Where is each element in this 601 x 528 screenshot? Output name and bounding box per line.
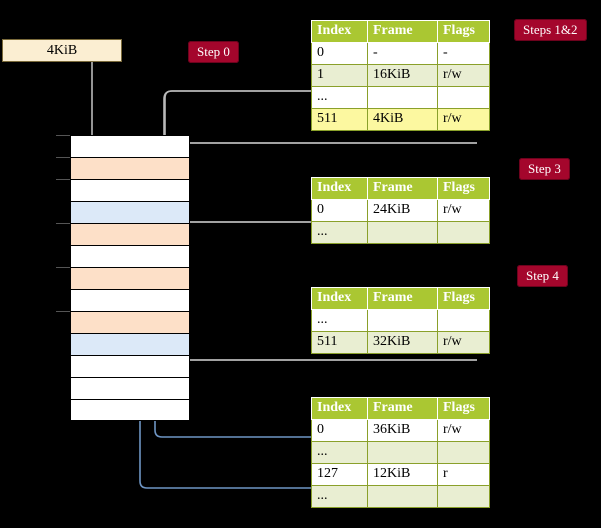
column-header-index: Index xyxy=(311,177,368,200)
cell-index: 0 xyxy=(311,199,368,222)
cell-frame: - xyxy=(367,42,438,65)
cell-index: 511 xyxy=(311,108,368,131)
table-row: ... xyxy=(311,309,490,332)
column-header-flags: Flags xyxy=(437,20,490,43)
column-header-frame: Frame xyxy=(367,287,438,310)
cell-index: ... xyxy=(311,221,368,244)
memory-frame-tick xyxy=(56,179,70,180)
cell-flags: - xyxy=(437,42,490,65)
cell-frame: 36KiB xyxy=(367,419,438,442)
memory-frame-tick xyxy=(56,135,70,136)
table-row: ... xyxy=(311,485,490,508)
step-3-label: Step 3 xyxy=(519,158,570,180)
cell-flags xyxy=(437,441,490,464)
step-4-label: Step 4 xyxy=(517,265,568,287)
cell-flags xyxy=(437,309,490,332)
virtual-page-label: 4KiB xyxy=(46,42,78,58)
cell-frame xyxy=(367,309,438,332)
column-header-index: Index xyxy=(311,20,368,43)
table-row: 0-- xyxy=(311,42,490,65)
cell-index: 1 xyxy=(311,64,368,87)
cell-flags: r/w xyxy=(437,199,490,222)
table-row: ... xyxy=(311,221,490,244)
column-header-index: Index xyxy=(311,287,368,310)
cell-index: 511 xyxy=(311,331,368,354)
memory-frame-row xyxy=(70,311,190,333)
memory-frame-tick xyxy=(56,311,70,312)
step-0-label: Step 0 xyxy=(188,41,239,63)
cell-frame xyxy=(367,441,438,464)
memory-frame-row xyxy=(70,201,190,223)
memory-frame-row xyxy=(70,289,190,311)
memory-frame-row xyxy=(70,355,190,377)
cell-flags: r/w xyxy=(437,108,490,131)
column-header-frame: Frame xyxy=(367,397,438,420)
memory-frame-tick xyxy=(56,157,70,158)
cell-flags: r/w xyxy=(437,64,490,87)
memory-frame-row xyxy=(70,377,190,399)
physical-memory-column xyxy=(56,135,190,421)
cell-index: 0 xyxy=(311,42,368,65)
column-header-flags: Flags xyxy=(437,397,490,420)
cell-index: 0 xyxy=(311,419,368,442)
memory-frame-row xyxy=(70,267,190,289)
memory-frame-row xyxy=(70,157,190,179)
cell-flags: r/w xyxy=(437,331,490,354)
memory-frame-row xyxy=(70,333,190,355)
memory-frame-tick xyxy=(56,267,70,268)
cell-frame xyxy=(367,86,438,109)
cell-flags: r xyxy=(437,463,490,486)
column-header-frame: Frame xyxy=(367,20,438,43)
cell-flags xyxy=(437,86,490,109)
cell-index: ... xyxy=(311,441,368,464)
cell-flags: r/w xyxy=(437,419,490,442)
table-row: ... xyxy=(311,86,490,109)
cell-index: ... xyxy=(311,309,368,332)
cell-flags xyxy=(437,485,490,508)
memory-frame-row xyxy=(70,179,190,201)
memory-frame-row xyxy=(70,223,190,245)
virtual-page-box: 4KiB xyxy=(2,39,122,62)
column-header-flags: Flags xyxy=(437,177,490,200)
cell-frame: 16KiB xyxy=(367,64,438,87)
cell-index: ... xyxy=(311,86,368,109)
memory-frame-row xyxy=(70,399,190,421)
cell-flags xyxy=(437,221,490,244)
cell-index: 127 xyxy=(311,463,368,486)
cell-frame xyxy=(367,221,438,244)
memory-frame-row xyxy=(70,135,190,157)
memory-frame-row xyxy=(70,245,190,267)
cell-frame: 32KiB xyxy=(367,331,438,354)
steps-1-and-2-label: Steps 1&2 xyxy=(514,19,587,41)
cell-frame xyxy=(367,485,438,508)
cell-index: ... xyxy=(311,485,368,508)
column-header-index: Index xyxy=(311,397,368,420)
cell-frame: 12KiB xyxy=(367,463,438,486)
table-row: ... xyxy=(311,441,490,464)
column-header-flags: Flags xyxy=(437,287,490,310)
column-header-frame: Frame xyxy=(367,177,438,200)
cell-frame: 4KiB xyxy=(367,108,438,131)
memory-frame-tick xyxy=(56,223,70,224)
cell-frame: 24KiB xyxy=(367,199,438,222)
